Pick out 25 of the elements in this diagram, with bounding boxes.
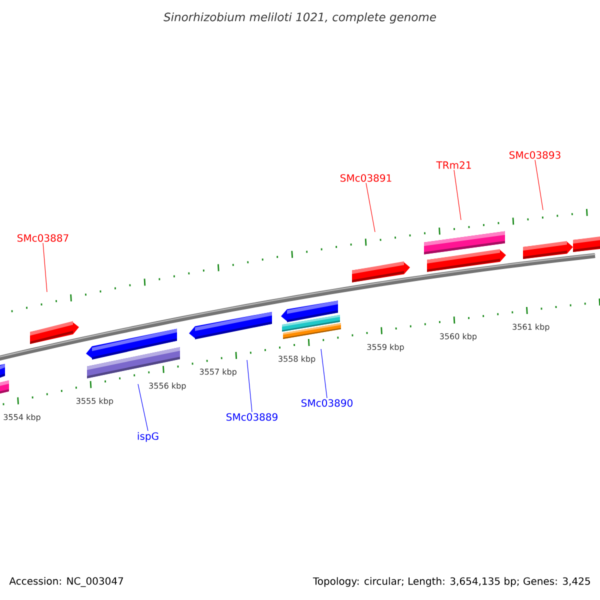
scale-label: 3555 kbp [76,398,114,406]
leader-line [534,160,544,210]
scale-label: 3559 kbp [367,344,404,352]
gene-label: ispG [138,432,158,442]
scale-label: 3557 kbp [200,368,236,376]
gene-label: SMc03887 [18,234,68,242]
leader-line [366,182,376,232]
scale-label: 3556 kbp [149,382,186,390]
scale-label: 3560 kbp [440,333,477,341]
scale-label: 3561 kbp [512,324,550,332]
leader-line [138,384,148,432]
leader-line [454,170,462,220]
scale-label: 3554 kbp [4,414,40,422]
genome-info: Topology: circular; Length: 3,654,135 bp; Genes: 3,425 [312,577,590,587]
title: Sinorhizobium meliloti 1021, complete genome [164,12,436,24]
gene-label: SMc03893 [510,151,560,159]
gene-label: TRm21 [436,161,471,169]
leader-line [320,348,328,398]
leader-line [42,242,48,292]
gene-label: SMc03891 [340,174,392,182]
accession-label: Accession: NC_003047 [9,577,124,587]
gene-label: SMc03890 [302,399,352,407]
leader-line [246,360,252,412]
gene-label: SMc03889 [226,413,278,421]
scale-label: 3558 kbp [278,356,316,364]
